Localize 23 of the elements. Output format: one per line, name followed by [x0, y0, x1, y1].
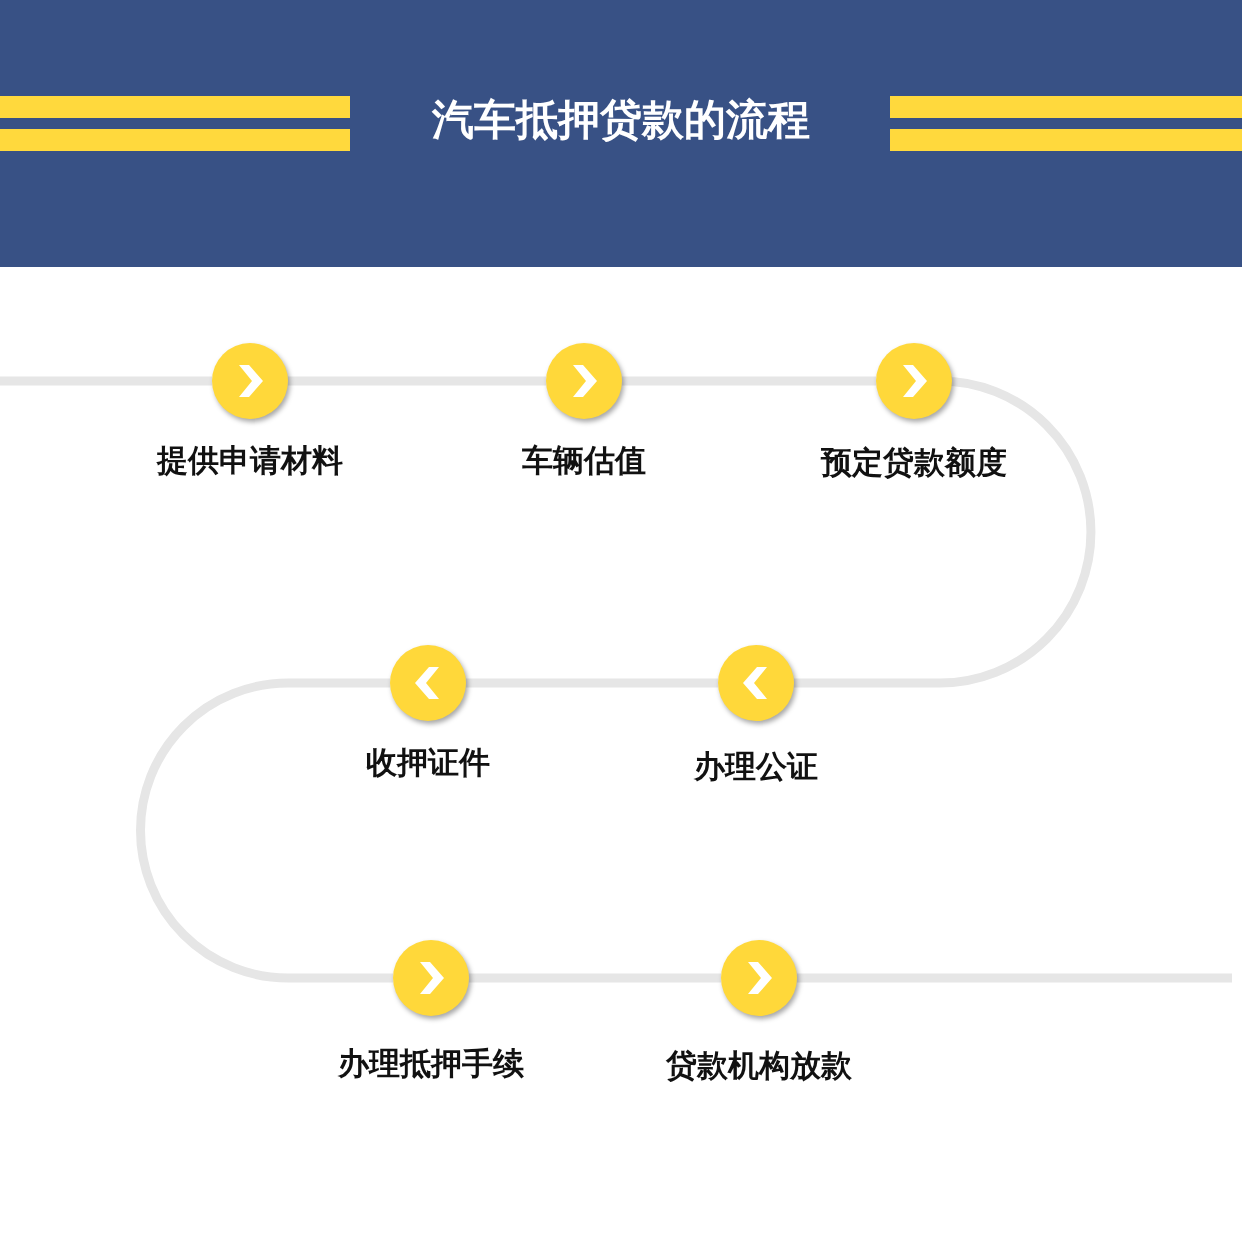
connector-line	[622, 376, 876, 386]
step-label: 车辆估值	[522, 441, 646, 480]
connector-line	[794, 376, 1096, 688]
connector-line	[469, 973, 721, 983]
step-label: 办理公证	[694, 747, 818, 786]
step-label: 提供申请材料	[157, 441, 343, 480]
connector-line	[466, 678, 718, 688]
step-label: 贷款机构放款	[666, 1046, 852, 1085]
step-circle	[212, 343, 288, 419]
connector-line	[797, 973, 1232, 983]
step-label: 收押证件	[366, 743, 490, 782]
step-circle	[393, 940, 469, 1016]
step-circle	[546, 343, 622, 419]
step-label: 预定贷款额度	[821, 443, 1007, 482]
step-circle	[721, 940, 797, 1016]
step-circle	[390, 645, 466, 721]
title: 汽车抵押贷款的流程	[432, 94, 810, 146]
connector-line	[136, 678, 393, 983]
connector-line	[0, 376, 212, 386]
connector-line	[288, 376, 546, 386]
step-circle	[718, 645, 794, 721]
step-circle	[876, 343, 952, 419]
step-label: 办理抵押手续	[338, 1044, 524, 1083]
